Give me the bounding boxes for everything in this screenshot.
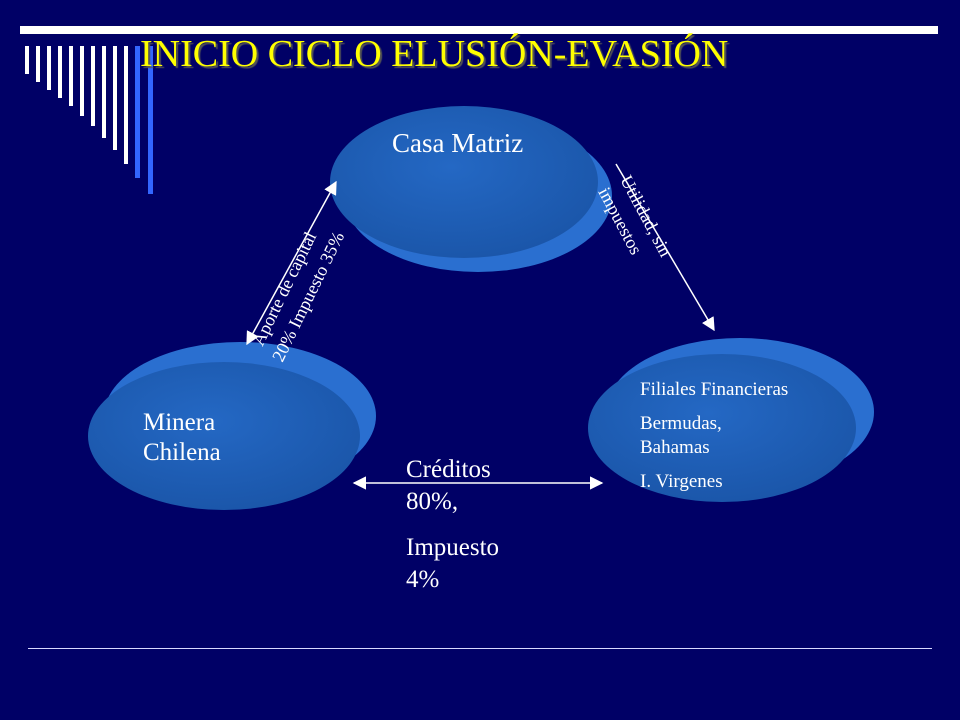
node-ellipse [88,362,360,510]
deco-bar [58,46,62,98]
deco-bar [113,46,117,150]
filiales-label-line: Filiales Financieras [640,379,789,400]
deco-bar [124,46,128,164]
creditos-label: Créditos 80%, Impuesto 4% [406,454,499,610]
decorative-bars [20,26,938,194]
filiales-label: Filiales Financieras Bermudas, Bahamas I… [640,378,788,504]
deco-bar [91,46,95,126]
minera-label-line: Chilena [143,439,221,466]
deco-bar [102,46,106,138]
arrow-aporte [246,180,337,346]
deco-bar [80,46,84,116]
filiales-label-line: Bahamas [640,437,710,458]
node-casa-matriz [330,106,612,272]
footer-rule [28,648,932,649]
creditos-label-line: 80%, [406,488,459,515]
node-filiales-financieras [588,338,874,502]
filiales-label-line: Bermudas, [640,413,722,434]
node-minera-chilena [88,342,376,510]
slide-title: INICIO CICLO ELUSIÓN-EVASIÓN [140,33,729,75]
creditos-label-line: 4% [406,566,440,593]
arrow-utilidad [615,163,715,332]
minera-label: Minera Chilena [143,408,221,468]
deco-bar [69,46,73,106]
deco-bar [135,46,140,178]
creditos-label-line: Créditos [406,456,491,483]
filiales-label-line: I. Virgenes [640,471,723,492]
casa-matriz-label: Casa Matriz [392,128,524,158]
deco-bar [148,46,153,194]
deco-bar [25,46,29,74]
node-ellipse [330,106,598,258]
deco-bar [36,46,40,82]
top-rule [20,26,938,34]
deco-bar [47,46,51,90]
creditos-label-line: Impuesto [406,534,500,561]
node-ellipse [588,354,856,502]
minera-label-line: Minera [143,409,216,436]
